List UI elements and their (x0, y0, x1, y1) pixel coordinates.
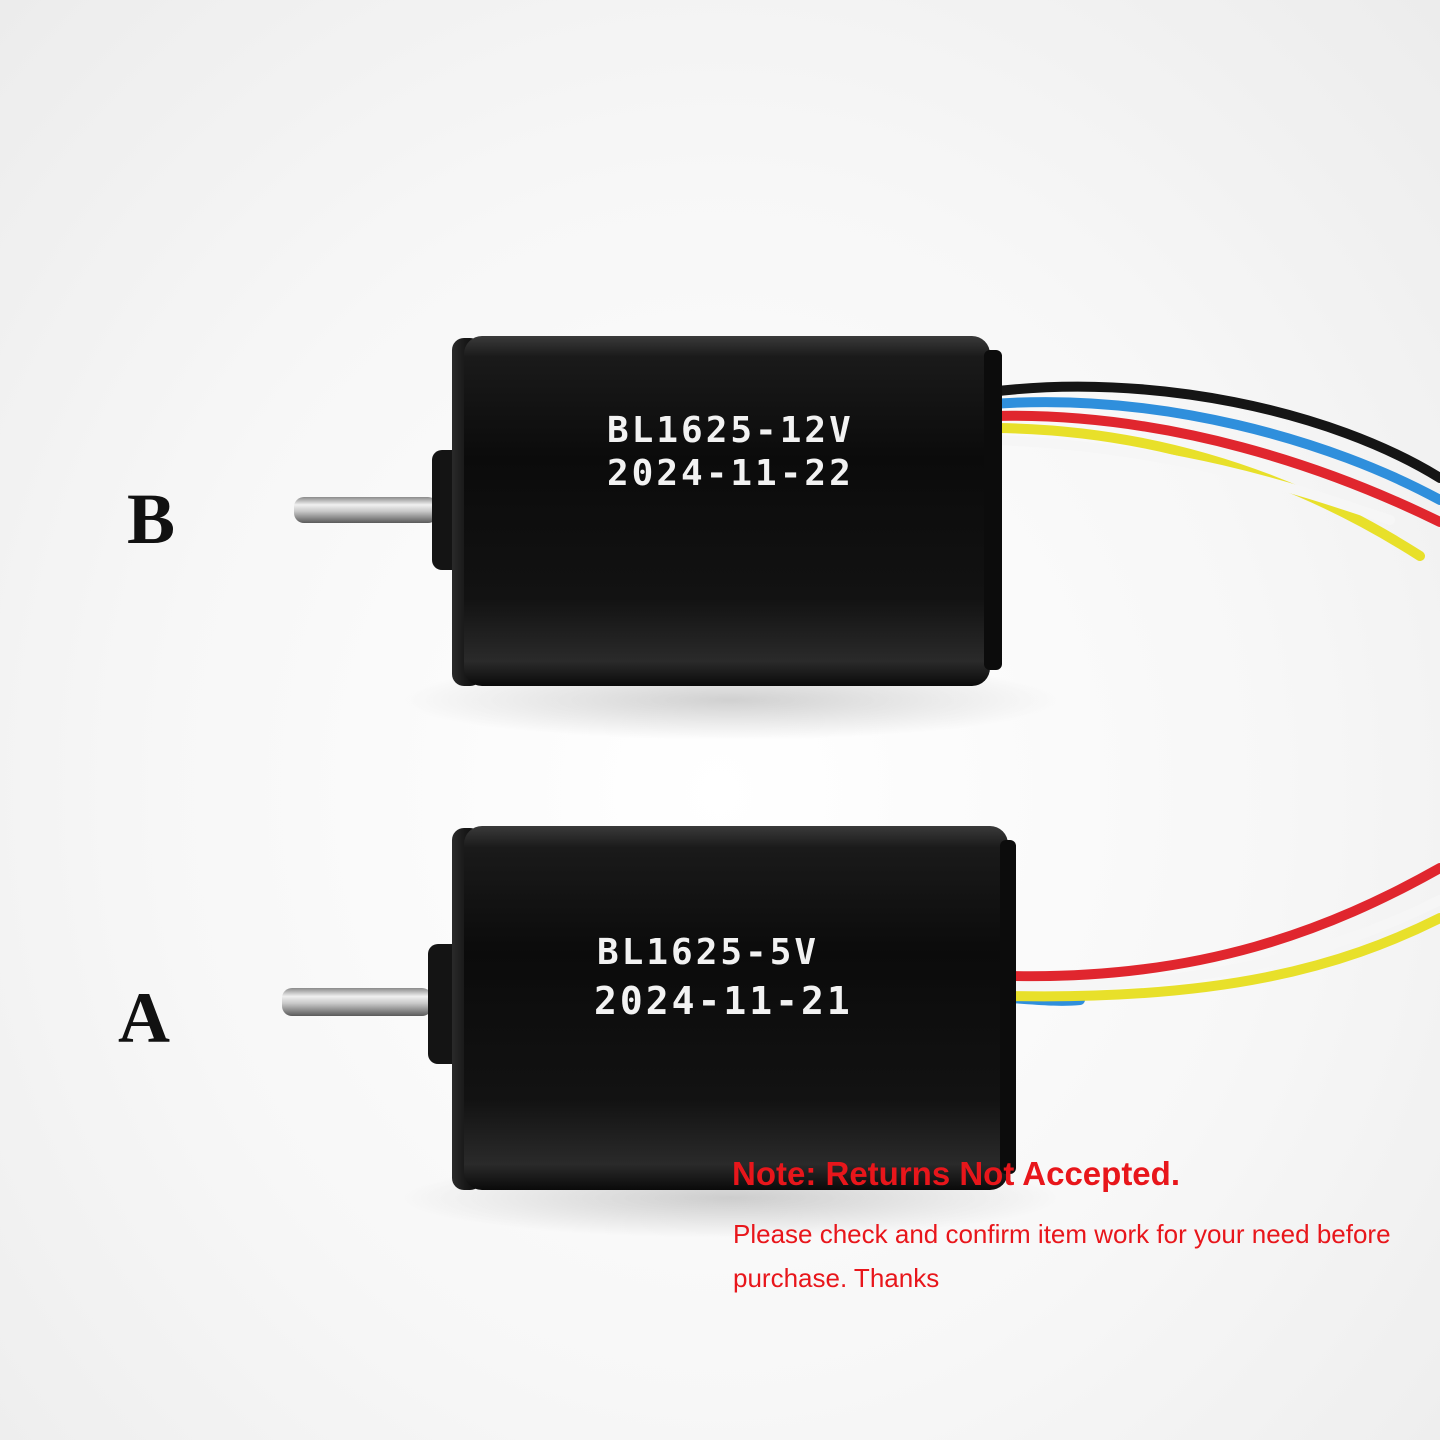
motor-a-wire-white (1005, 895, 1440, 992)
motor-a-model-text: BL1625-5V (597, 932, 820, 973)
motor-b-rear-ring (984, 350, 1002, 670)
motor-a-date-text: 2024-11-21 (594, 979, 853, 1023)
returns-note-title: Note: Returns Not Accepted. (732, 1155, 1180, 1192)
motor-b-wire-white (993, 435, 1395, 525)
motor-a-rear-ring (1000, 840, 1016, 1174)
motor-a-wire-red (1005, 863, 1440, 982)
motor-b-wires (985, 381, 1440, 561)
motor-b-wire-blue (987, 397, 1440, 505)
motor-a-wire-yellow (1005, 913, 1440, 1002)
motor-b-shaft (294, 497, 438, 523)
motor-a (282, 826, 1016, 1190)
returns-note-body: Please check and confirm item work for y… (733, 1219, 1391, 1293)
motor-b-body (464, 336, 990, 686)
motor-label-a: A (118, 978, 170, 1058)
motor-b-wire-black (985, 381, 1440, 483)
motor-label-b: B (127, 479, 176, 559)
motor-a-wires (1005, 863, 1440, 1006)
motor-a-shaft (282, 988, 432, 1016)
motor-b (294, 336, 1002, 686)
motor-b-wire-red (989, 410, 1440, 527)
motor-a-body (464, 826, 1008, 1190)
motor-b-date-text: 2024-11-22 (607, 453, 854, 494)
motor-b-wire-yellow (991, 423, 1425, 561)
motor-b-model-text: BL1625-12V (607, 410, 854, 451)
